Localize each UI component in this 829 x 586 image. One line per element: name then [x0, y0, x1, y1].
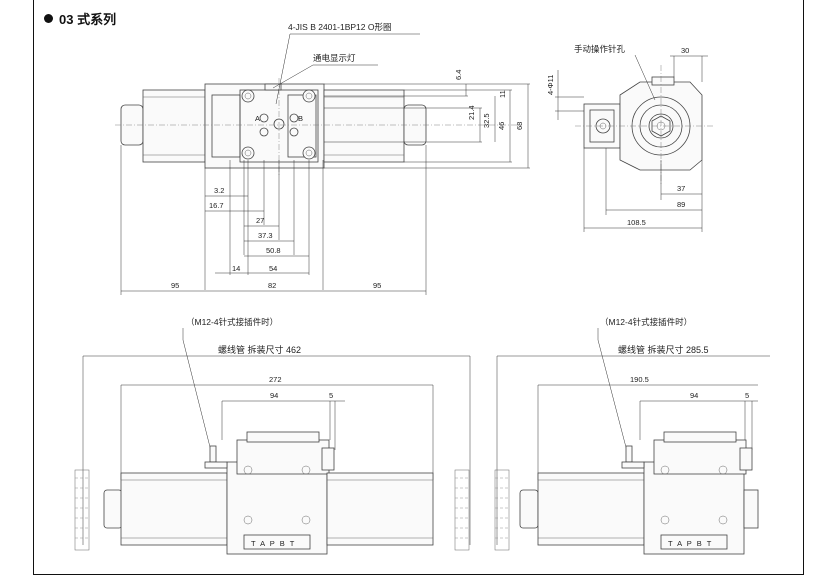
- top-right-solenoid: [323, 89, 405, 163]
- drawing-frame: [33, 0, 804, 575]
- right-coil-clearance: [454, 469, 470, 551]
- front-left-solenoid: [120, 472, 228, 546]
- top-body-left-block: [211, 94, 241, 158]
- top-left-solenoid: [142, 89, 206, 163]
- side-manual-pin: [651, 76, 675, 86]
- dim-6-4: 6.4: [454, 70, 463, 80]
- dim-11: 11: [498, 90, 507, 98]
- manual-hole-leader: [634, 54, 656, 101]
- dim-46: 46: [497, 122, 506, 130]
- top-body-right-block: [287, 94, 317, 158]
- connector-right-label: （M12-4针式接插件时）: [600, 317, 692, 327]
- indicator-label: 通电显示灯: [313, 53, 356, 63]
- dim-37: 37: [677, 184, 685, 193]
- oring-label: 4-JIS B 2401-1BP12 O形圈: [288, 22, 391, 32]
- front-left-knob: [103, 489, 123, 529]
- dim-95-right: 95: [373, 281, 381, 290]
- dim-30: 30: [681, 46, 689, 55]
- dim-190-5: 190.5: [630, 375, 649, 384]
- connector-left-leader: [182, 328, 213, 456]
- front-view-double: （M12-4针式接插件时） 螺线管 拆装尺寸 462 272 94 5: [74, 317, 471, 555]
- coil-remove-left-label: 螺线管 拆装尺寸 462: [218, 344, 301, 355]
- port-a-label: A: [255, 114, 260, 123]
- dim-27: 27: [256, 216, 264, 225]
- section-title-text: 03 式系列: [59, 12, 117, 27]
- dim-5-left: 5: [329, 391, 333, 400]
- coil-remove-right-label: 螺线管 拆装尺寸 285.5: [618, 344, 709, 355]
- indicator-leader: [272, 64, 378, 89]
- dim-94-right: 94: [690, 391, 698, 400]
- connector-right-leader: [597, 328, 629, 456]
- side-pin-diameter: 4-Φ11: [546, 75, 555, 95]
- front-view-single: （M12-4针式接插件时） 螺线管 拆装尺寸 285.5 190.5 94 5: [494, 317, 770, 555]
- dim-82: 82: [268, 281, 276, 290]
- dim-37-3: 37.3: [258, 231, 273, 240]
- dim-50-8: 50.8: [266, 246, 281, 255]
- dim-68: 68: [515, 122, 524, 130]
- section-title: 03 式系列: [44, 9, 116, 28]
- front-right-solenoid: [326, 472, 434, 546]
- oring-leader: [275, 33, 420, 105]
- connector-left-label: （M12-4针式接插件时）: [186, 317, 278, 327]
- single-solenoid: [537, 472, 645, 546]
- single-coil-clearance: [494, 469, 510, 551]
- top-view: A B 4-JIS B 2401-1BP12 O形圈 通电显示灯: [115, 22, 530, 295]
- ports-left-label: T A P B T: [251, 539, 296, 548]
- single-connector-block: [653, 439, 747, 475]
- ports-right-label: T A P B T: [668, 539, 713, 548]
- dim-89: 89: [677, 200, 685, 209]
- left-coil-clearance: [74, 469, 90, 551]
- port-b-label: B: [298, 114, 303, 123]
- dim-95-left: 95: [171, 281, 179, 290]
- dim-94-left: 94: [270, 391, 278, 400]
- single-end-cap: [743, 489, 759, 529]
- bullet-icon: [44, 14, 53, 23]
- side-view: 手动操作针孔 30 4-Φ11 37 89 108.5: [546, 44, 715, 232]
- single-knob: [519, 489, 539, 529]
- indicator-lamp: [264, 83, 282, 91]
- dim-54: 54: [269, 264, 277, 273]
- dim-272: 272: [269, 375, 282, 384]
- manual-hole-label: 手动操作针孔: [574, 44, 626, 54]
- dim-14: 14: [232, 264, 240, 273]
- dim-21-4: 21.4: [467, 105, 476, 120]
- dim-32-5: 32.5: [482, 113, 491, 128]
- dim-16-7: 16.7: [209, 201, 224, 210]
- front-connector-block: [236, 439, 330, 475]
- dim-108-5: 108.5: [627, 218, 646, 227]
- dim-5-right: 5: [745, 391, 749, 400]
- dim-3-2: 3.2: [214, 186, 224, 195]
